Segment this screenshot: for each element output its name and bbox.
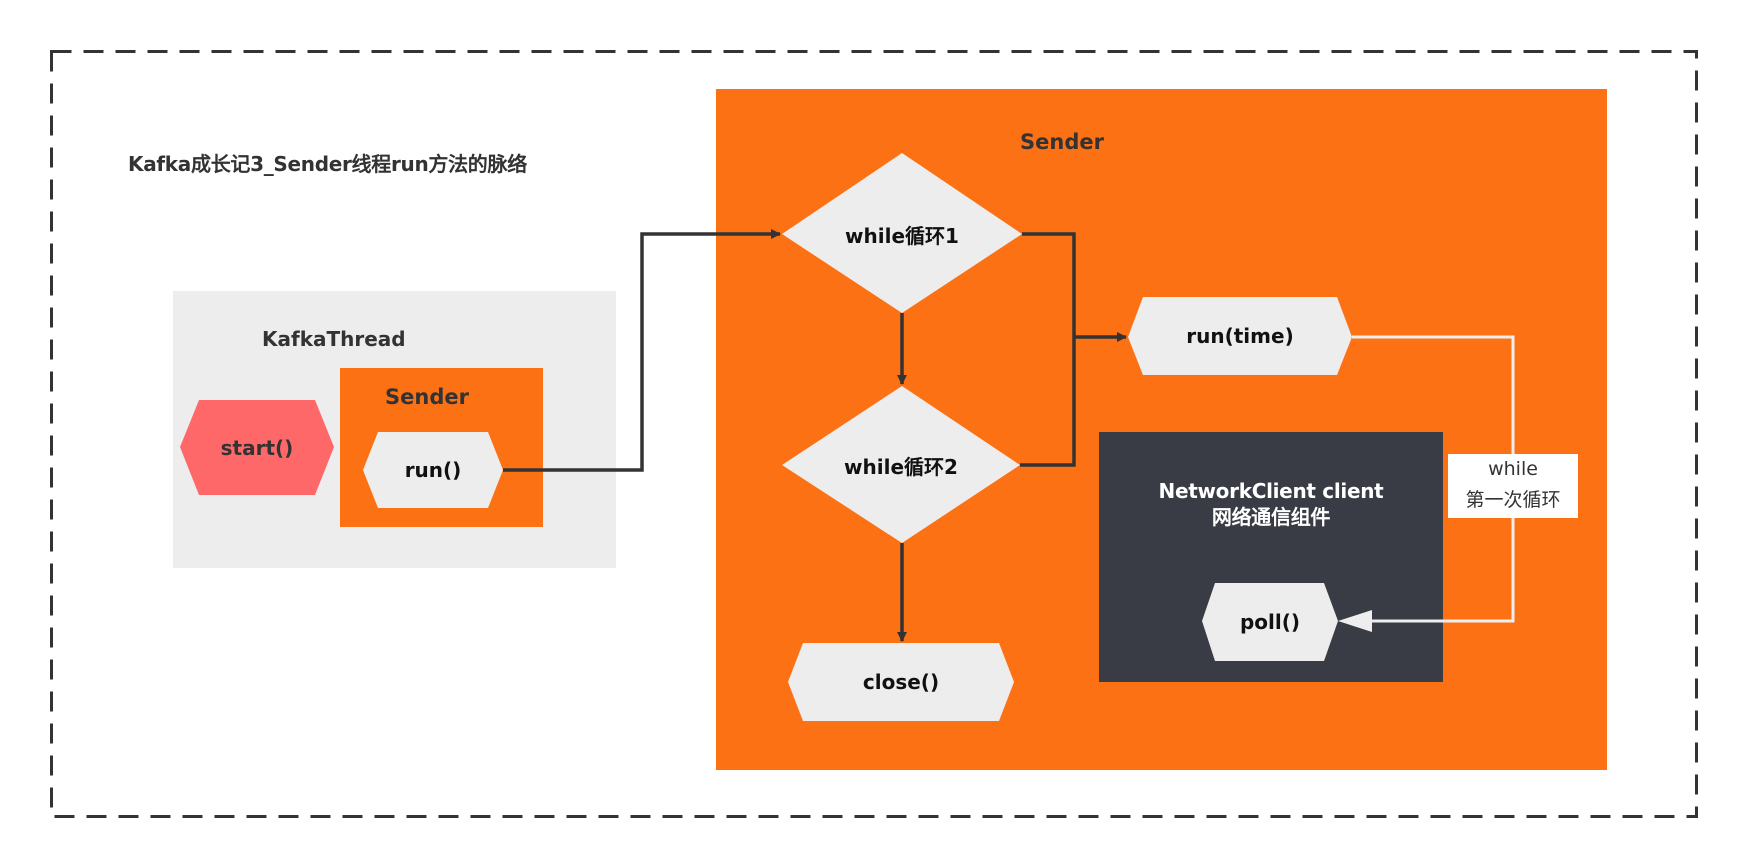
kafka-thread-label: KafkaThread — [262, 327, 406, 351]
while2-label: while循环2 — [844, 454, 958, 479]
poll-node-label: poll() — [1239, 610, 1301, 634]
loop-annotation: while 第一次循环 — [1448, 454, 1578, 518]
poll-arrowhead — [1338, 610, 1372, 632]
inner-sender-label: Sender — [385, 385, 469, 409]
close-node-shape[interactable] — [788, 643, 1014, 721]
run-node-shape[interactable] — [363, 432, 503, 508]
close-node-label: close() — [862, 670, 940, 694]
loop-annotation-line2: 第一次循环 — [1465, 489, 1561, 511]
loop-annotation-line1: while — [1488, 458, 1538, 480]
while1-label: while循环1 — [845, 223, 959, 248]
while1-decision-shape[interactable] — [782, 153, 1022, 313]
network-client-label: NetworkClient client 网络通信组件 — [1099, 478, 1443, 530]
run-time-node-shape[interactable] — [1128, 297, 1352, 375]
while2-decision-shape[interactable] — [782, 386, 1020, 543]
run-time-node-label: run(time) — [1186, 324, 1294, 348]
network-client-title: NetworkClient client — [1158, 479, 1384, 503]
edge-while1-bracket — [1020, 232, 1076, 467]
start-node-label: start() — [220, 435, 294, 460]
run-node-label: run() — [404, 458, 462, 482]
sender-label: Sender — [1020, 130, 1104, 154]
poll-node-shape[interactable] — [1202, 583, 1338, 661]
network-client-subtitle: 网络通信组件 — [1211, 505, 1331, 529]
diagram-title: Kafka成长记3_Sender线程run方法的脉络 — [128, 152, 527, 176]
edge-run-to-while1 — [503, 229, 781, 472]
start-node-shape[interactable] — [180, 400, 334, 495]
